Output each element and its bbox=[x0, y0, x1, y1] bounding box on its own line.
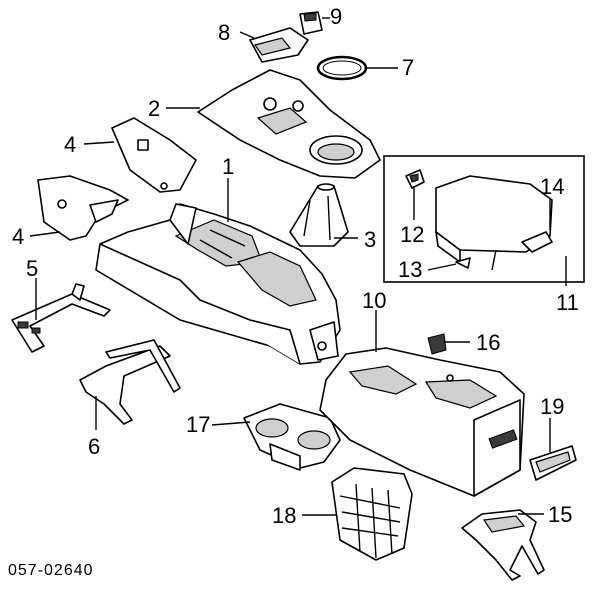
callout-4-upper: 4 bbox=[64, 132, 77, 157]
armrest-lid bbox=[435, 175, 553, 271]
part-13-clip bbox=[455, 257, 471, 269]
leader-lines bbox=[29, 17, 567, 516]
part-7-ring bbox=[316, 55, 368, 81]
callout-6: 6 bbox=[88, 434, 101, 459]
part-17-cup-holder bbox=[243, 403, 341, 471]
callout-2: 2 bbox=[148, 96, 161, 121]
part-4-upper-trim bbox=[111, 117, 197, 193]
part-6-bracket bbox=[79, 339, 181, 425]
callout-1: 1 bbox=[222, 154, 235, 179]
callout-5: 5 bbox=[26, 256, 39, 281]
callout-10: 10 bbox=[362, 288, 387, 313]
part-18-storage-bin bbox=[331, 467, 413, 561]
callout-7: 7 bbox=[402, 55, 415, 80]
part-14-latch bbox=[521, 231, 553, 253]
callout-13: 13 bbox=[398, 257, 423, 282]
reference-code: 057-02640 bbox=[8, 562, 94, 579]
callout-8: 8 bbox=[218, 20, 231, 45]
callout-3: 3 bbox=[364, 227, 377, 252]
part-16-clip bbox=[427, 333, 447, 355]
callout-19: 19 bbox=[540, 394, 565, 419]
part-19-panel bbox=[529, 445, 577, 481]
callout-14: 14 bbox=[540, 174, 565, 199]
callout-18: 18 bbox=[272, 503, 297, 528]
callout-12: 12 bbox=[400, 222, 425, 247]
part-3-shift-boot bbox=[289, 183, 349, 247]
part-4-lower-trim bbox=[37, 175, 129, 241]
part-2-bezel bbox=[197, 69, 381, 179]
part-12-hinge bbox=[405, 169, 425, 189]
part-1-main-console bbox=[95, 203, 341, 365]
callout-15: 15 bbox=[548, 502, 573, 527]
part-8-holder bbox=[249, 27, 309, 63]
callout-11: 11 bbox=[556, 290, 579, 315]
callout-17: 17 bbox=[186, 412, 211, 437]
part-9-knob bbox=[299, 11, 323, 35]
part-10-lower-console bbox=[319, 347, 525, 497]
callout-9: 9 bbox=[330, 4, 343, 29]
part-15-rear-bracket bbox=[461, 509, 545, 581]
callout-16: 16 bbox=[476, 330, 501, 355]
part-11-group-box bbox=[383, 155, 585, 283]
callout-4-lower: 4 bbox=[12, 224, 25, 249]
part-5-bracket bbox=[11, 283, 111, 353]
